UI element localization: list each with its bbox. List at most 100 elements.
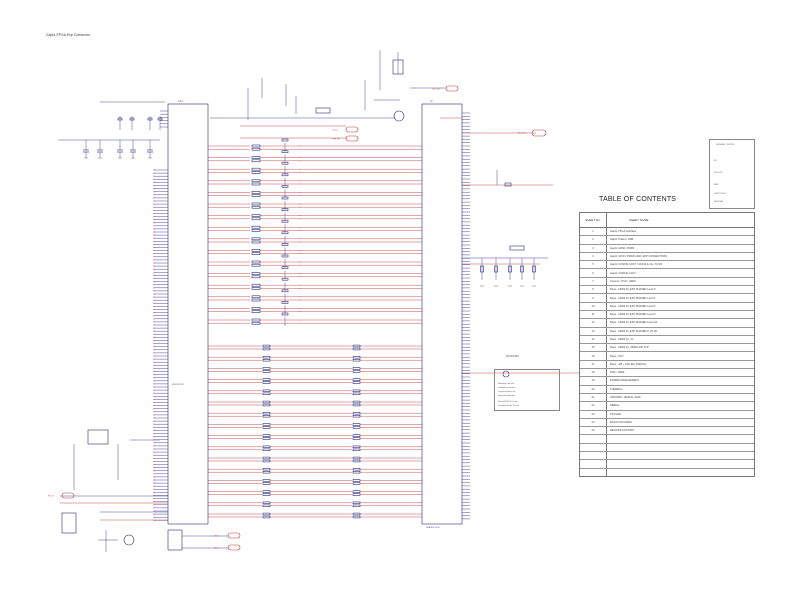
offpage-label: LED1 (214, 548, 219, 550)
pin-dot (153, 274, 155, 276)
series-resistor (262, 358, 271, 362)
pin-dot (153, 383, 155, 385)
toc-sheet-name: BLOCK DIAGRAM (610, 420, 632, 424)
pin-dot (153, 237, 155, 239)
bias-resistor (281, 289, 289, 293)
offpage-connector (227, 532, 241, 539)
pin-dot (153, 405, 155, 407)
series-resistor (262, 437, 271, 440)
series-resistor (262, 355, 271, 359)
pin-dot (153, 510, 155, 512)
toc-row (580, 452, 754, 461)
series-resistor (352, 448, 361, 451)
pin-dot (153, 436, 155, 438)
junction (299, 183, 301, 185)
pin-dot (153, 358, 155, 360)
toc-sheet-no: 1 (580, 228, 607, 236)
cap (117, 117, 123, 121)
series-resistor (262, 470, 271, 474)
bias-resistor (281, 254, 289, 258)
pin-dot (153, 271, 155, 273)
schematic-nets (60, 117, 580, 521)
junction (299, 218, 301, 220)
junction (299, 191, 301, 193)
pin-dot (153, 259, 155, 261)
series-resistor (262, 459, 271, 463)
series-resistor (352, 512, 361, 516)
series-resistor (352, 504, 361, 507)
series-resistor (352, 479, 361, 482)
toc-row (580, 468, 754, 476)
pin-dot (153, 504, 155, 506)
toc-sheet-no: 8 (580, 286, 607, 294)
toc-sheet-no (580, 460, 607, 468)
toc-sheet-name (607, 460, 754, 467)
pin-dot (153, 330, 155, 332)
junction (299, 145, 301, 147)
pin-dot (153, 445, 155, 447)
toc-sheet-name: THERMAL (610, 387, 623, 391)
toc-sheet-name: Gapl1: GPIO / PMOD HDR_EXP CONNECTORS (610, 255, 667, 259)
toc-sheet-no: 22 (580, 402, 607, 410)
series-resistor (262, 411, 271, 415)
series-resistor (262, 467, 271, 471)
series-resistor (262, 370, 271, 373)
offpage-connector (445, 85, 459, 92)
cap (157, 117, 163, 121)
toc-sheet-name: Repo - HDMI IN_EXP PHASED Level 3 (610, 313, 656, 317)
series-resistor (352, 370, 361, 373)
series-resistor (251, 272, 261, 275)
pin-dot (153, 470, 155, 472)
pin-dot (153, 250, 155, 252)
offpage-connector (227, 544, 241, 551)
pin-dot (153, 380, 155, 382)
junction (299, 249, 301, 251)
series-resistor (251, 249, 261, 252)
series-resistor (251, 225, 261, 229)
series-resistor (352, 470, 361, 474)
pin-dot (153, 507, 155, 509)
junction (299, 273, 301, 275)
pin-dot (153, 432, 155, 435)
toc-sheet-name: Repo - PHY (610, 354, 624, 358)
junction (299, 307, 301, 309)
toc-row (580, 435, 754, 444)
offpage-connector (345, 135, 359, 142)
series-resistor (262, 445, 271, 448)
pin-dot (153, 488, 155, 490)
pin-dot (153, 479, 155, 481)
junction (299, 238, 301, 240)
series-resistor (251, 167, 261, 171)
toc-sheet-no: 6 (580, 269, 607, 277)
ic-small (315, 107, 331, 114)
bias-resistor (281, 243, 289, 246)
toc-sheet-no: 15 (580, 344, 607, 352)
pin-dot (153, 281, 155, 283)
pin-dot (153, 194, 155, 196)
crystal (123, 534, 135, 546)
toc-sheet-name: FMC / HDMI (610, 371, 625, 375)
series-resistor (352, 493, 361, 496)
offpage-label: VCCIO (332, 130, 338, 132)
pin-dot (153, 482, 155, 484)
series-resistor (251, 295, 261, 299)
pin-dot (153, 336, 155, 338)
series-resistor (251, 307, 261, 310)
series-resistor (262, 403, 271, 407)
junction (299, 287, 301, 289)
pin-dot (153, 284, 155, 286)
junction (299, 319, 301, 321)
offpage-connector (345, 126, 359, 133)
pin-dot (153, 200, 155, 202)
pin-dot (153, 395, 155, 397)
junction (299, 206, 301, 208)
note-line: Use plated hole, 3.2mm (498, 405, 520, 407)
toc-sheet-no: 19 (580, 377, 607, 385)
toc-sheet-no: 13 (580, 327, 607, 335)
toc-header-sheet-no: SHEET No. (580, 213, 607, 227)
